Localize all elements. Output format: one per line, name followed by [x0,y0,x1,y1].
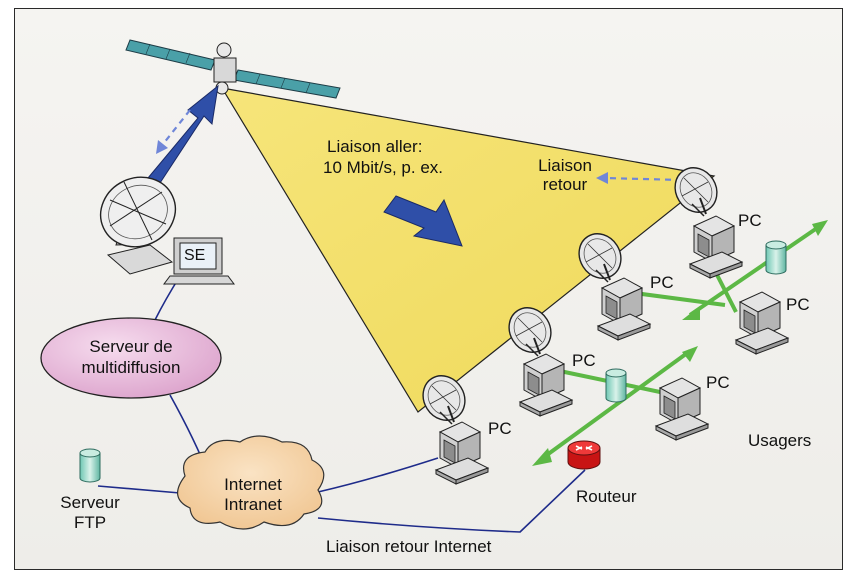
routeur-label: Routeur [576,487,637,506]
se-monitor-icon [163,237,235,285]
liaison-retour-dashed-arrow [603,176,683,182]
pc-icon [735,291,789,355]
pc-icon [435,421,489,485]
pc-label: PC [488,419,512,438]
liaison-aller-label-2: 10 Mbit/s, p. ex. [323,158,443,177]
ftp-server-cylinder-icon [79,448,101,483]
lan-arrowheads [532,220,828,466]
internet-label-2: Intranet [224,495,282,514]
serveur-ftp-label-2: FTP [73,513,107,532]
internet-intranet-cloud [177,435,325,530]
pc-label: PC [706,373,730,392]
se-label: SE [184,247,206,264]
liaison-aller-arrow [383,195,463,247]
serveur-ftp-label-1: Serveur [60,493,120,512]
router-icon [567,440,601,470]
serveur-multidiffusion-oval [40,317,222,399]
pc-label: PC [738,211,762,230]
pc-icon [519,353,573,417]
internet-label-1: Internet [224,475,282,494]
pc-icon [655,377,709,441]
satellite-icon [125,39,341,99]
liaison-retour-label-2: retour [542,175,588,194]
liaison-aller-label-1: Liaison aller: [327,137,423,156]
downlink-beam [220,87,716,413]
serveur-multidiffusion-label-1: Serveur de [89,337,173,356]
liaison-retour-internet-label: Liaison retour Internet [326,537,492,556]
pc-icon [597,277,651,341]
pc-label: PC [786,295,810,314]
uplink-arrow [147,84,219,187]
pc-icon [689,215,743,279]
liaison-retour-label-1: Liaison [538,156,592,175]
lan-server-cylinder-icon [765,240,787,275]
ground-station-dish-icon [99,176,177,275]
uplink-dashed-arrow [159,109,191,149]
pc-label: PC [650,273,674,292]
pc-label: PC [572,351,596,370]
lan-server-cylinder-icon [605,368,627,403]
serveur-multidiffusion-label-2: multidiffusion [81,358,181,377]
usagers-label: Usagers [748,431,812,450]
